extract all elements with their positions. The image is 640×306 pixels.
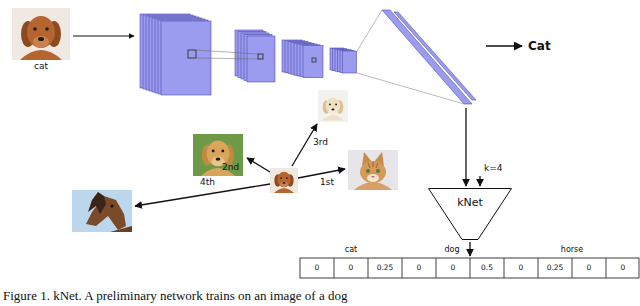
rank-label: 2nd bbox=[222, 163, 239, 172]
input-arrow bbox=[73, 36, 134, 37]
table-cell: 0 bbox=[587, 264, 592, 272]
rank-label: 1st bbox=[320, 178, 334, 187]
trapezoid-shape bbox=[429, 189, 512, 240]
cat-photo bbox=[348, 150, 398, 190]
horse-photo bbox=[72, 190, 132, 232]
conv-block bbox=[282, 40, 323, 78]
rank-label: 3rd bbox=[313, 138, 328, 147]
receptive-field bbox=[258, 54, 263, 59]
node-title: kNet bbox=[457, 197, 483, 208]
table-cell: 0 bbox=[621, 264, 626, 272]
projection-lines bbox=[196, 50, 258, 59]
dog-photo bbox=[193, 134, 243, 176]
class-label: horse bbox=[561, 246, 583, 254]
knet-trapezoid: kNet bbox=[428, 188, 512, 240]
table-cell: 0 bbox=[519, 264, 524, 272]
output-vector bbox=[300, 258, 639, 278]
receptive-field bbox=[312, 58, 316, 62]
table-cell: 0.5 bbox=[481, 264, 493, 272]
dog-photo bbox=[270, 168, 298, 193]
table-cell: 0 bbox=[417, 264, 422, 272]
conv-block bbox=[330, 48, 357, 73]
figure-caption: Figure 1. kNet. A preliminary network tr… bbox=[3, 289, 347, 303]
trapezoid-outline bbox=[428, 188, 512, 240]
output-arrow bbox=[486, 45, 522, 47]
table-cell: 0 bbox=[315, 264, 320, 272]
conv-block bbox=[140, 14, 211, 95]
output-arrow bbox=[469, 242, 470, 256]
dog-photo bbox=[318, 90, 348, 122]
receptive-field bbox=[188, 50, 196, 58]
neighbour-arrows bbox=[135, 124, 345, 206]
table-cell: 0.25 bbox=[377, 264, 394, 272]
fc-layer bbox=[382, 10, 476, 104]
image-label: cat bbox=[34, 62, 48, 71]
dog-photo bbox=[12, 8, 70, 60]
prediction-label: Cat bbox=[528, 40, 551, 52]
conv-block bbox=[235, 30, 275, 82]
rank-label: 4th bbox=[200, 178, 215, 187]
table-cell: 0 bbox=[349, 264, 354, 272]
table-cell: 0.25 bbox=[547, 264, 564, 272]
class-label: dog bbox=[444, 246, 459, 254]
k-arrow bbox=[479, 176, 480, 186]
k-label: k=4 bbox=[484, 164, 502, 173]
class-label: cat bbox=[345, 246, 357, 254]
table-cell: 0 bbox=[451, 264, 456, 272]
feature-arrow bbox=[465, 108, 466, 186]
projection-lines bbox=[357, 10, 464, 104]
